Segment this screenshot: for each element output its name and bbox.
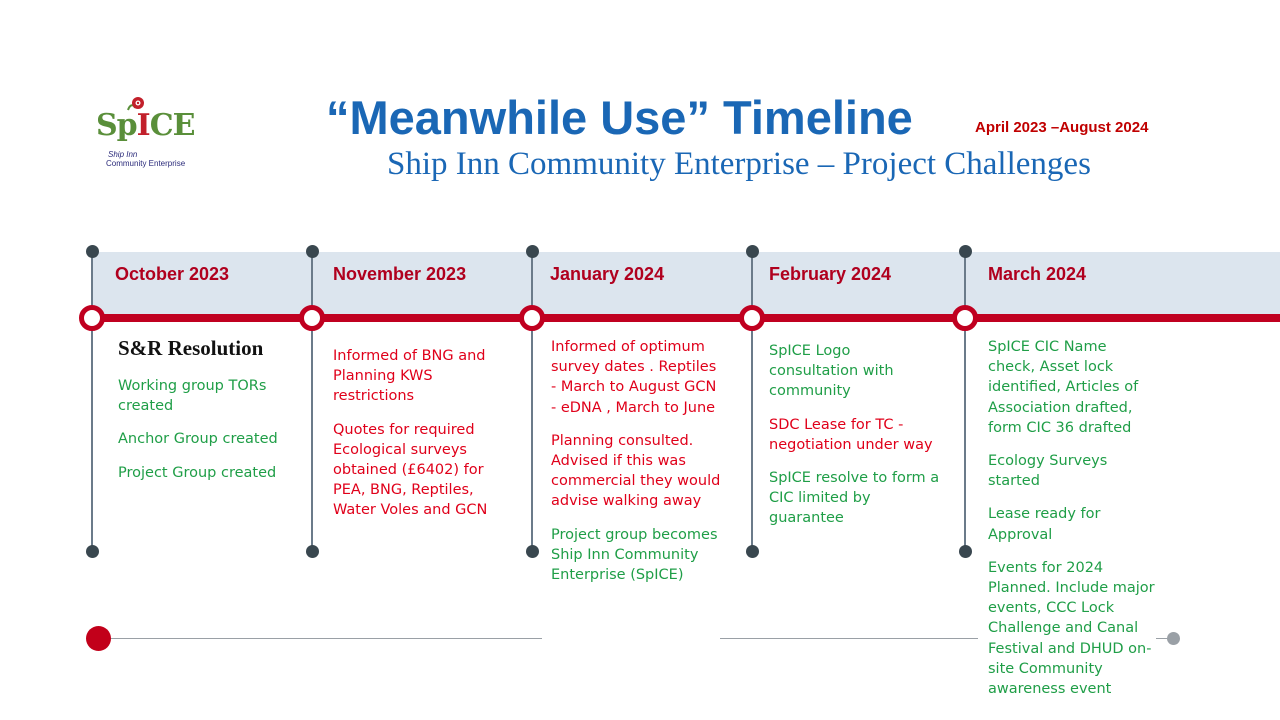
list-item: SpICE Logo consultation with community	[769, 343, 894, 400]
column-march-2024: SpICE CIC Name check, Asset lock identif…	[988, 337, 1156, 713]
timeline-band	[92, 252, 1280, 318]
list-item: SpICE resolve to form a CIC limited by g…	[769, 470, 940, 527]
column-november-2023: Informed of BNG and Planning KWS restric…	[333, 346, 518, 534]
timeline-marker	[299, 305, 325, 331]
list-item: Informed of optimum survey dates . Repti…	[551, 339, 717, 416]
list-item: Anchor Group created	[118, 431, 278, 448]
list-item: SpICE CIC Name check, Asset lock identif…	[988, 339, 1139, 436]
list-item: SDC Lease for TC - negotiation under way	[769, 416, 933, 453]
logo-subtitle: Ship Inn Community Enterprise	[106, 150, 186, 168]
column-january-2024: Informed of optimum survey dates . Repti…	[551, 337, 721, 598]
list-item: Lease ready for Approval	[988, 506, 1101, 543]
date-range: April 2023 –August 2024	[975, 119, 1149, 136]
bottom-timeline-line	[1156, 638, 1168, 639]
list-item: Project group becomes Ship Inn Community…	[551, 526, 718, 584]
timeline-dot	[306, 245, 319, 258]
timeline-dot	[959, 545, 972, 558]
timeline-marker	[952, 305, 978, 331]
timeline-dot	[526, 245, 539, 258]
timeline-connector	[91, 252, 93, 552]
timeline-marker	[519, 305, 545, 331]
column-heading: S&R Resolution	[118, 336, 264, 360]
bottom-timeline-line	[110, 638, 542, 639]
month-label-november-2023: November 2023	[333, 264, 467, 284]
month-label-january-2024: January 2024	[550, 264, 665, 284]
timeline-dot	[526, 545, 539, 558]
month-label-february-2024: February 2024	[769, 264, 892, 284]
timeline-dot	[86, 245, 99, 258]
timeline-dot	[306, 545, 319, 558]
flower-icon	[127, 97, 144, 111]
month-label-october-2023: October 2023	[115, 264, 230, 284]
timeline-dot	[959, 245, 972, 258]
page-subtitle: Ship Inn Community Enterprise – Project …	[387, 146, 1091, 182]
logo-wordmark: SpICE	[96, 108, 195, 143]
timeline-dot	[86, 545, 99, 558]
list-item: Quotes for required Ecological surveys o…	[333, 421, 488, 519]
timeline-marker	[739, 305, 765, 331]
timeline-connector	[964, 252, 966, 552]
list-item: Informed of BNG and Planning KWS restric…	[333, 348, 486, 405]
list-item: Ecology Surveys started	[988, 453, 1108, 490]
spice-logo: SpICE Ship Inn Community Enterprise	[92, 96, 202, 172]
timeline-connector	[311, 252, 313, 552]
list-item: Working group TORs created	[118, 378, 267, 415]
bottom-start-marker	[86, 626, 111, 651]
page-title: “Meanwhile Use” Timeline	[326, 91, 913, 144]
timeline-connector	[751, 252, 753, 552]
timeline-dot	[746, 545, 759, 558]
list-item: Project Group created	[118, 464, 277, 481]
list-item: Events for 2024 Planned. Include major e…	[988, 559, 1155, 698]
timeline-connector	[531, 252, 533, 552]
timeline-marker	[79, 305, 105, 331]
timeline-line	[92, 314, 1280, 322]
column-february-2024: SpICE Logo consultation with community S…	[769, 341, 944, 542]
timeline-dot	[746, 245, 759, 258]
bottom-timeline-line	[720, 638, 978, 639]
list-item: Planning consulted. Advised if this was …	[551, 432, 721, 510]
column-october-2023: S&R Resolution Working group TORs create…	[118, 334, 298, 496]
month-label-march-2024: March 2024	[988, 264, 1087, 284]
bottom-end-marker	[1167, 632, 1180, 645]
